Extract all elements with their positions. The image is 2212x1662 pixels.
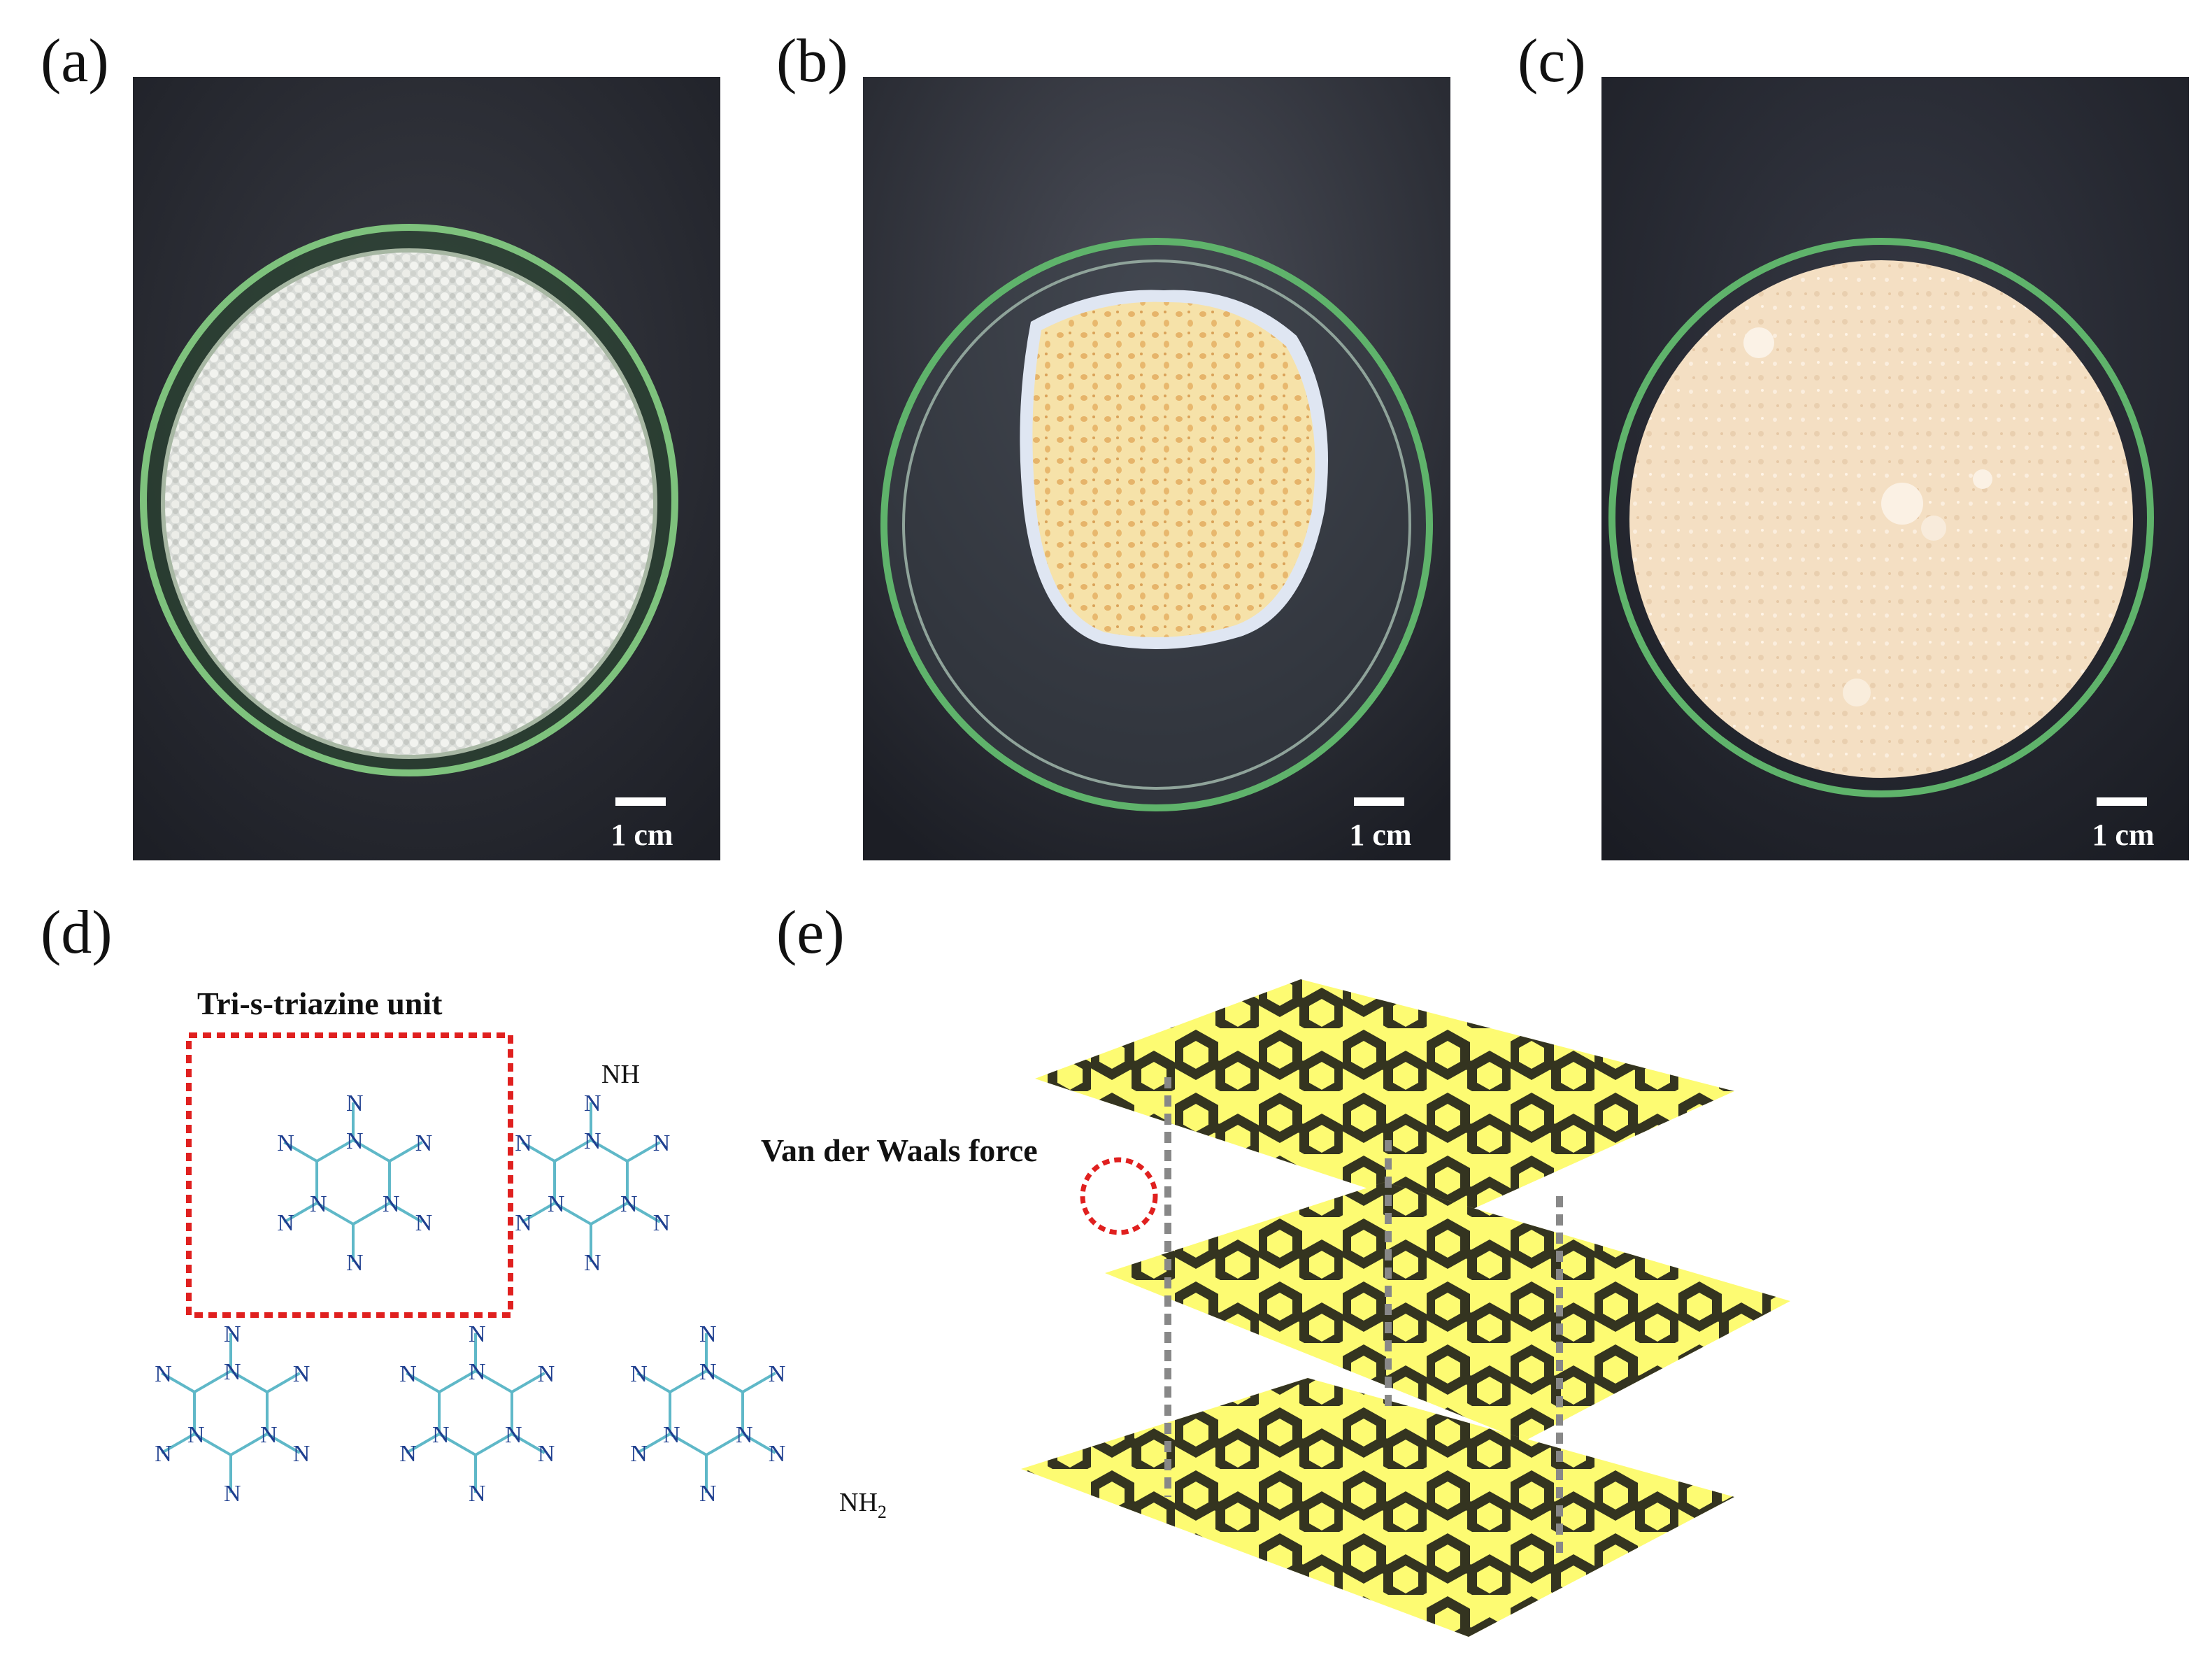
nitrogen-atom: N	[620, 1191, 638, 1217]
vdw-highlight-circle	[1080, 1157, 1158, 1235]
nitrogen-atom: N	[505, 1422, 522, 1448]
nitrogen-atom: N	[432, 1422, 450, 1448]
bond	[741, 1372, 776, 1393]
scale-bar-c	[2097, 797, 2147, 806]
tri-s-triazine-highlight-box	[186, 1032, 513, 1318]
nitrogen-atom: N	[293, 1441, 311, 1467]
nitrogen-atom: N	[224, 1481, 241, 1507]
nitrogen-atom: N	[469, 1359, 486, 1385]
bond	[636, 1433, 671, 1454]
bond	[521, 1202, 556, 1223]
nitrogen-atom: N	[277, 1210, 294, 1236]
bond	[406, 1433, 441, 1454]
nitrogen-atom: N	[584, 1091, 601, 1116]
bond	[511, 1372, 545, 1393]
nitrogen-atom: N	[224, 1321, 241, 1347]
nitrogen-atom: N	[399, 1441, 417, 1467]
bond	[161, 1433, 196, 1454]
nitrogen-atom: N	[346, 1250, 364, 1276]
nitrogen-atom: N	[699, 1321, 717, 1347]
nitrogen-atom: N	[699, 1359, 717, 1385]
nitrogen-atom: N	[548, 1191, 565, 1217]
nitrogen-atom: N	[155, 1361, 172, 1387]
scale-bar-a	[615, 797, 666, 806]
bond	[283, 1202, 318, 1223]
van-der-waals-label: Van der Waals force	[761, 1132, 1038, 1168]
sheet-bottom	[1021, 1378, 1734, 1637]
nitrogen-atom: N	[538, 1441, 555, 1467]
nitrogen-atom: N	[383, 1191, 400, 1217]
nitrogen-atom: N	[293, 1361, 311, 1387]
tri-s-triazine-unit-label: Tri-s-triazine unit	[197, 986, 443, 1021]
nitrogen-atom: N	[584, 1250, 601, 1276]
nitrogen-atom: N	[155, 1441, 172, 1467]
nitrogen-atom: N	[630, 1361, 648, 1387]
nitrogen-atom: N	[584, 1128, 601, 1154]
bond	[521, 1141, 556, 1163]
bond	[388, 1202, 423, 1223]
nitrogen-atom: N	[469, 1481, 486, 1507]
nitrogen-atom: N	[346, 1128, 364, 1154]
scale-bar-b	[1354, 797, 1404, 806]
sheet-middle	[1105, 1182, 1790, 1441]
nitrogen-atom: N	[346, 1091, 364, 1116]
scale-label-c: 1 cm	[2092, 818, 2155, 852]
nitrogen-atom: N	[736, 1422, 753, 1448]
nitrogen-atom: N	[769, 1361, 786, 1387]
bond	[406, 1372, 441, 1393]
bond	[626, 1202, 661, 1223]
photo-ground-powder	[1601, 77, 2189, 860]
bond	[266, 1372, 301, 1393]
nitrogen-atom: N	[260, 1422, 278, 1448]
photo-foamed-product	[863, 77, 1450, 860]
bond	[266, 1433, 301, 1454]
panel-a-label: (a)	[41, 27, 109, 95]
bond	[636, 1372, 671, 1393]
vdw-dashed-lines	[1164, 1077, 1563, 1553]
nitrogen-atom: N	[224, 1359, 241, 1385]
panel-c-label: (c)	[1518, 27, 1586, 95]
nitrogen-atom: N	[699, 1481, 717, 1507]
nitrogen-atom: N	[277, 1130, 294, 1156]
svg-text:NH2: NH2	[839, 1488, 887, 1522]
scale-label-b: 1 cm	[1349, 818, 1412, 852]
nitrogen-atom: N	[538, 1361, 555, 1387]
panel-d-label: (d)	[41, 899, 113, 967]
nitrogen-atom: N	[653, 1130, 671, 1156]
bond	[161, 1372, 196, 1393]
nitrogen-atom: N	[663, 1422, 680, 1448]
bond	[388, 1141, 423, 1163]
bond	[741, 1433, 776, 1454]
nitrogen-atom: N	[310, 1191, 327, 1217]
bond	[626, 1141, 661, 1163]
panel-e-label: (e)	[776, 899, 845, 967]
nitrogen-atom: N	[415, 1130, 433, 1156]
sheet-top	[1035, 979, 1734, 1217]
nitrogen-atom: N	[630, 1441, 648, 1467]
scale-label-a: 1 cm	[611, 818, 673, 852]
photo-melamine-beads	[133, 77, 720, 860]
bond	[511, 1433, 545, 1454]
layered-sheets-diagram	[1021, 979, 1790, 1637]
nitrogen-atom: N	[769, 1441, 786, 1467]
nh2-label: NH2	[839, 1488, 887, 1522]
nitrogen-atom: N	[415, 1210, 433, 1236]
nitrogen-atom: N	[469, 1321, 486, 1347]
g-c3n4-structure: NNNNNNNNNNNNNNNNNNNNNNNNNNNNNNNNNNNNNNNN…	[155, 1032, 887, 1522]
nitrogen-atom: N	[515, 1130, 532, 1156]
bond	[283, 1141, 318, 1163]
nitrogen-atom: N	[399, 1361, 417, 1387]
nh-label: NH	[601, 1060, 640, 1089]
nitrogen-atom: N	[515, 1210, 532, 1236]
nitrogen-atom: N	[187, 1422, 205, 1448]
panel-b-label: (b)	[776, 27, 848, 95]
nitrogen-atom: N	[653, 1210, 671, 1236]
